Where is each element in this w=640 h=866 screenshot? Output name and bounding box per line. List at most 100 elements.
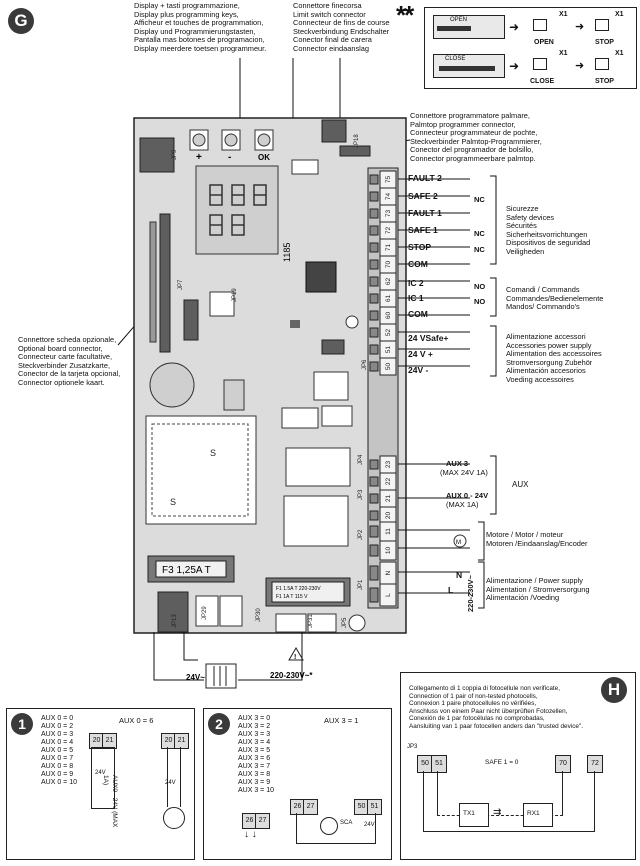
transformer-in-label: 220-230V~* (270, 671, 313, 680)
commands-label-line: Commandes/Bedienelemente (506, 293, 604, 303)
panel-1-volt: 24V (95, 770, 106, 776)
relay-1 (313, 371, 349, 401)
panel-photocells: H Collegamento di 1 coppia di fotocellul… (400, 672, 636, 860)
panel-1-title-right: AUX 0 = 6 (119, 716, 154, 725)
commands-bracket (490, 277, 497, 317)
ic2-label: IC 2 (408, 278, 424, 288)
terminal-number: 73 (385, 210, 392, 218)
close-switch-icon-b (595, 58, 609, 70)
panel-2-down-arrows: ↓ ↓ (244, 829, 257, 840)
fault2-label: FAULT 2 (408, 173, 442, 183)
jp-label: JP18 (354, 134, 360, 148)
relay-3 (321, 405, 353, 427)
svg-text:S: S (210, 448, 216, 458)
aux-bracket (490, 455, 497, 515)
power-acc-label-line: Voeding accessoires (506, 374, 574, 384)
jp13-connector (157, 591, 189, 633)
palm-label-line: Palmtop programmer connector, (410, 119, 516, 129)
limit-label-line: Connecteur de fins de course (293, 18, 390, 28)
terminal-number: 10 (385, 547, 392, 555)
svg-text:!: ! (294, 654, 296, 661)
panel-h-rx-box (523, 803, 553, 827)
jp-label: JP6 (362, 359, 368, 370)
nc-label-3: NC (474, 245, 485, 254)
com-label: COM (408, 259, 428, 269)
svg-text:M: M (456, 540, 461, 546)
palm-label-line: Connettore programmatore palmare, (410, 111, 530, 120)
palmtop-connector-label: Connettore programmatore palmare,Palmtop… (410, 111, 542, 164)
jp-label: JP19 (232, 288, 238, 302)
panel-1-terminal-21b: 21 (174, 733, 189, 749)
palmtop-connector (339, 145, 371, 157)
jp-label: JP3 (358, 489, 364, 500)
panel2-item-line: AUX 3 = 6 (238, 755, 271, 762)
terminal-number: 70 (385, 261, 392, 269)
line-label: L (448, 585, 454, 595)
panel-h-tx: TX1 (463, 810, 475, 817)
jp-label: JP4 (358, 454, 364, 465)
terminal-number: 21 (385, 495, 392, 503)
terminal-number: 61 (385, 295, 392, 303)
terminal-number: 51 (385, 346, 392, 354)
optional-label-line: Connecteur carte facultative, (18, 352, 113, 362)
jp31-connector (307, 613, 337, 633)
panel1-item-line: AUX 0 = 8 (41, 763, 74, 770)
open-caption: OPEN (534, 39, 554, 46)
panel-h-title-line: Connexion 1 paire photocellules no vérif… (409, 700, 537, 708)
safe1-label: SAFE 1 (408, 225, 438, 235)
mains-label-line: Alimentación /Voeding (486, 593, 560, 603)
panel1-item-line: AUX 0 = 5 (41, 747, 74, 754)
panel-2-volt: 24V (364, 822, 375, 828)
fault1-label: FAULT 1 (408, 208, 442, 218)
aux-label: AUX (512, 480, 529, 489)
safety-label-line: Sécurités (506, 221, 537, 231)
panel-h-beam-icon: ⇉ (493, 807, 502, 818)
palm-label-line: Conector del programador de bolsillo, (410, 145, 534, 155)
stars-mark: ** (396, 0, 414, 30)
palm-label-line: Steckverbinder Palmtop-Programmierer, (410, 136, 542, 146)
com2-label: COM (408, 309, 428, 319)
optional-label-line: Connector optionele kaart. (18, 377, 105, 387)
panel-2-wire (296, 813, 376, 844)
limit-label-line: Conector final de carera (293, 35, 372, 45)
panel2-item-line: AUX 3 = 7 (238, 763, 271, 770)
jp-label: JP30 (256, 608, 262, 622)
terminal-number: N (385, 570, 392, 575)
key-ok-label: OK (258, 153, 270, 162)
nc-label-1: NC (474, 195, 485, 204)
limit-label-line: Connettore finecorsa (293, 1, 362, 10)
limit-label-line: Steckverbindung Endschalter (293, 26, 390, 36)
neutral-label: N (456, 570, 463, 580)
nc-label-2: NC (474, 229, 485, 238)
section-g-badge: G (8, 8, 34, 34)
panel1-item-line: AUX 0 = 4 (41, 739, 74, 746)
open-bar (437, 26, 471, 31)
panel-h-badge: H (601, 677, 627, 703)
jp-label: JP7 (178, 279, 184, 290)
panel2-item-line: AUX 3 = 8 (238, 771, 271, 778)
optional-board-label: Connettore scheda opzionale,Optional boa… (18, 335, 120, 388)
jp30-connector (275, 613, 307, 633)
relay-5 (283, 495, 349, 547)
panel-1-lamp-wire (167, 747, 181, 807)
close-stop-caption: STOP (595, 78, 614, 85)
panel-2-terminal-51: 51 (367, 799, 382, 815)
power-acc-label-line: Stromversorgung Zubehör (506, 357, 593, 367)
aux3-max-label: (MAX 24V 1A) (440, 468, 488, 477)
open-switch-icon-b (595, 19, 609, 31)
no-label-1: NO (474, 282, 486, 291)
terminal-number: 71 (385, 244, 392, 252)
panel-h-wire-2 (437, 771, 563, 816)
fuse-f1-label: F1 1.5A T 220-230V (276, 586, 321, 592)
jp-label: JP13 (172, 614, 178, 628)
power-bracket (490, 325, 497, 377)
terminal-number: 11 (385, 528, 392, 535)
panel1-item-line: AUX 0 = 9 (41, 771, 74, 778)
panel-1-lamp-volt: 24V (165, 780, 176, 786)
svg-text:S: S (170, 497, 176, 507)
panel2-item-line: AUX 3 = 0 (238, 715, 271, 722)
display-module (195, 165, 279, 255)
optional-label-line: Steckverbinder Zusatzkarte, (18, 360, 111, 370)
